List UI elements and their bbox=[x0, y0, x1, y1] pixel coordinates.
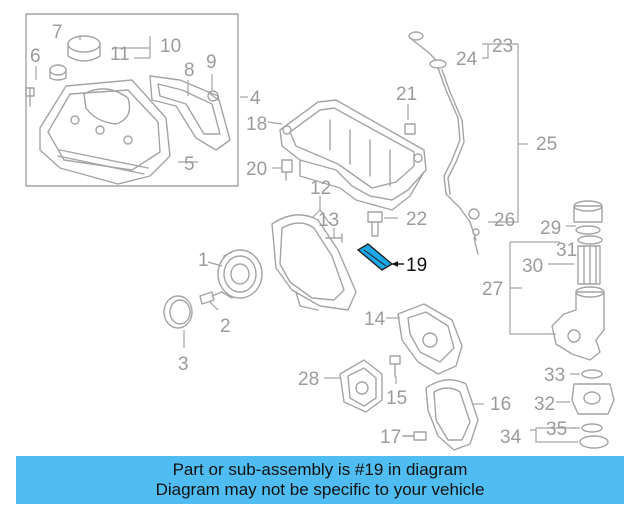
callout-14: 14 bbox=[364, 309, 386, 330]
callout-31: 31 bbox=[556, 240, 577, 261]
callout-30: 30 bbox=[522, 256, 543, 277]
callout-19: 19 bbox=[406, 255, 427, 276]
leader-lines bbox=[35, 36, 580, 443]
callout-29: 29 bbox=[540, 218, 561, 239]
parts-diagram: 1 2 3 4 5 6 7 8 9 10 11 12 13 14 15 16 1… bbox=[25, 13, 615, 451]
callout-13: 13 bbox=[318, 210, 339, 231]
callout-9: 9 bbox=[206, 52, 217, 73]
callout-2: 2 bbox=[220, 316, 231, 337]
callout-21: 21 bbox=[396, 84, 417, 105]
banner-line-1: Part or sub-assembly is #19 in diagram bbox=[172, 460, 468, 479]
callout-3: 3 bbox=[178, 354, 189, 375]
chain-cover bbox=[403, 379, 479, 451]
callout-23: 23 bbox=[492, 36, 513, 57]
callout-10: 10 bbox=[160, 36, 181, 57]
callout-34: 34 bbox=[500, 427, 522, 448]
oil-pan bbox=[279, 99, 427, 211]
callout-17: 17 bbox=[380, 427, 401, 448]
callout-16: 16 bbox=[490, 394, 511, 415]
callout-6: 6 bbox=[30, 46, 41, 67]
group-box-4 bbox=[25, 13, 239, 187]
callout-20: 20 bbox=[246, 159, 267, 180]
pulley bbox=[163, 249, 263, 329]
dipstick bbox=[408, 31, 480, 255]
callout-labels: 1 2 3 4 5 6 7 8 9 10 11 12 13 14 15 16 1… bbox=[30, 22, 577, 448]
banner-line-2: Diagram may not be specific to your vehi… bbox=[155, 480, 485, 499]
callout-8: 8 bbox=[184, 60, 195, 81]
oil-pump bbox=[389, 303, 463, 377]
timing-cover bbox=[271, 214, 357, 311]
bracket-28 bbox=[339, 359, 383, 413]
callout-18: 18 bbox=[246, 114, 267, 135]
callout-25: 25 bbox=[536, 134, 557, 155]
callout-27: 27 bbox=[482, 279, 503, 300]
callout-5: 5 bbox=[184, 154, 195, 175]
callout-12: 12 bbox=[310, 178, 331, 199]
callout-28: 28 bbox=[298, 369, 319, 390]
info-banner: Part or sub-assembly is #19 in diagram D… bbox=[16, 456, 624, 504]
callout-4: 4 bbox=[250, 88, 261, 109]
oil-sensor bbox=[367, 211, 383, 237]
callout-26: 26 bbox=[494, 210, 515, 231]
callout-24: 24 bbox=[456, 49, 478, 70]
callout-35: 35 bbox=[546, 419, 567, 440]
callout-22: 22 bbox=[406, 209, 427, 230]
callout-32: 32 bbox=[534, 394, 555, 415]
callout-7: 7 bbox=[52, 22, 63, 43]
valve-cover-group bbox=[25, 13, 239, 187]
highlighted-part-19 bbox=[356, 243, 394, 271]
callout-11: 11 bbox=[110, 44, 130, 65]
callout-15: 15 bbox=[386, 388, 407, 409]
callout-1: 1 bbox=[198, 250, 209, 271]
callout-33: 33 bbox=[544, 365, 565, 386]
oil-filter-group bbox=[551, 200, 615, 449]
